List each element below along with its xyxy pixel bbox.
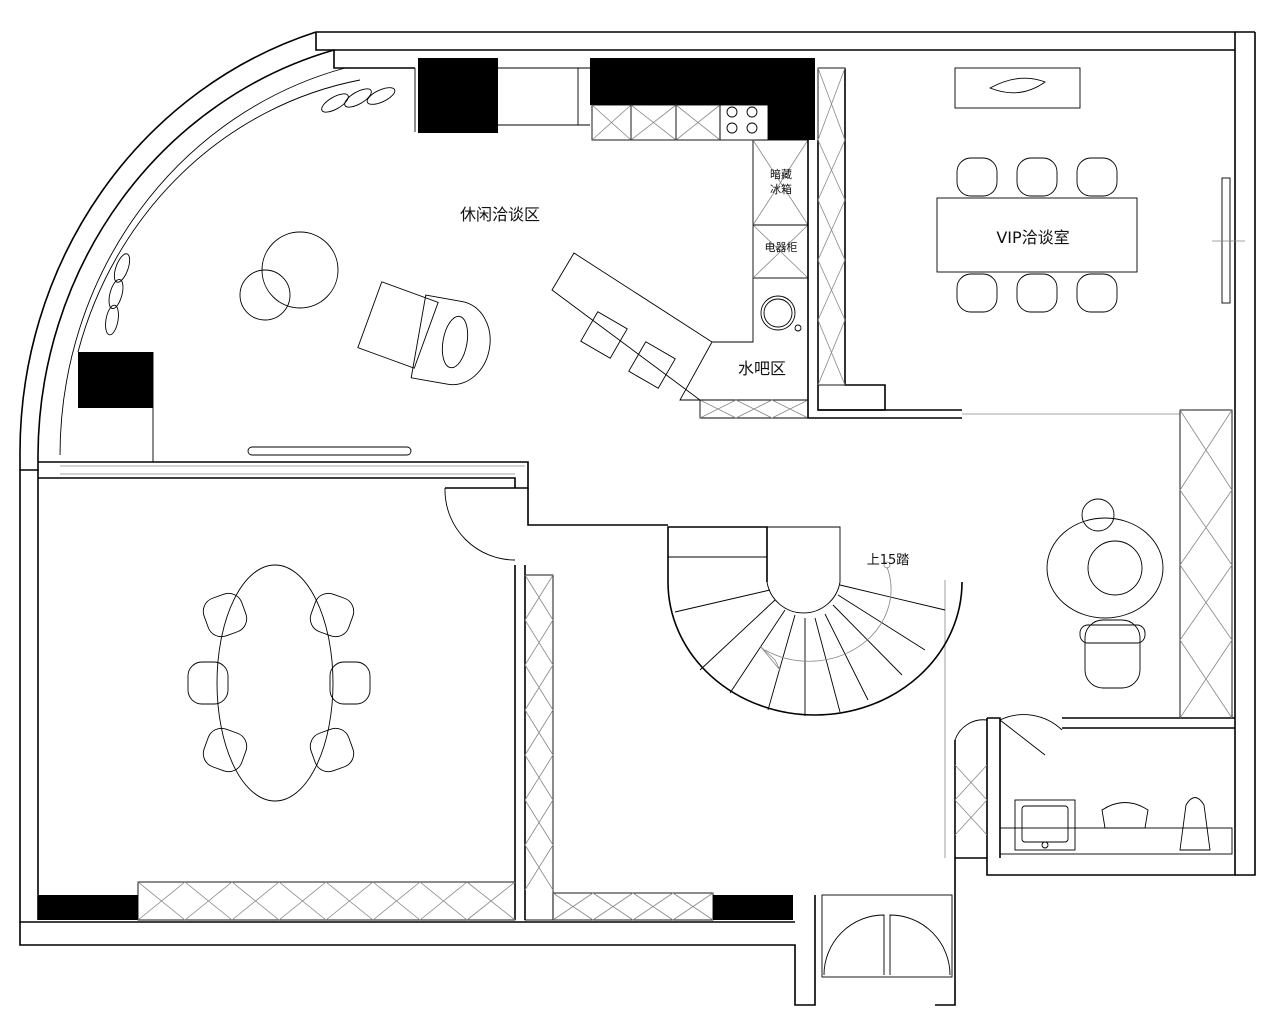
interior-walls	[38, 68, 1235, 920]
spiral-staircase	[667, 526, 963, 716]
vip-furniture	[936, 67, 1245, 313]
bar-counter	[551, 252, 713, 401]
doors	[444, 487, 1063, 978]
reception-furniture	[1046, 498, 1164, 689]
meeting-table	[187, 564, 371, 802]
bathroom-fixtures	[999, 797, 1233, 855]
stairs-label: 上15踏	[867, 553, 910, 568]
decor-plants	[105, 87, 396, 336]
lounge-label: 休闲洽谈区	[460, 205, 540, 224]
chairs	[187, 592, 371, 773]
fridge-label-line2: 冰箱	[770, 182, 792, 196]
fridge-label-line1: 暗藏	[770, 167, 792, 181]
window-sill	[152, 352, 412, 462]
exterior-walls	[19, 31, 1256, 1006]
vip-room-label: VIP洽谈室	[996, 228, 1069, 247]
columns	[38, 58, 815, 920]
lounge-furniture	[239, 231, 491, 386]
cabinet-column	[137, 67, 1233, 921]
water-bar-label: 水吧区	[738, 359, 786, 378]
appliance-cabinet-label: 电器柜	[765, 241, 798, 254]
